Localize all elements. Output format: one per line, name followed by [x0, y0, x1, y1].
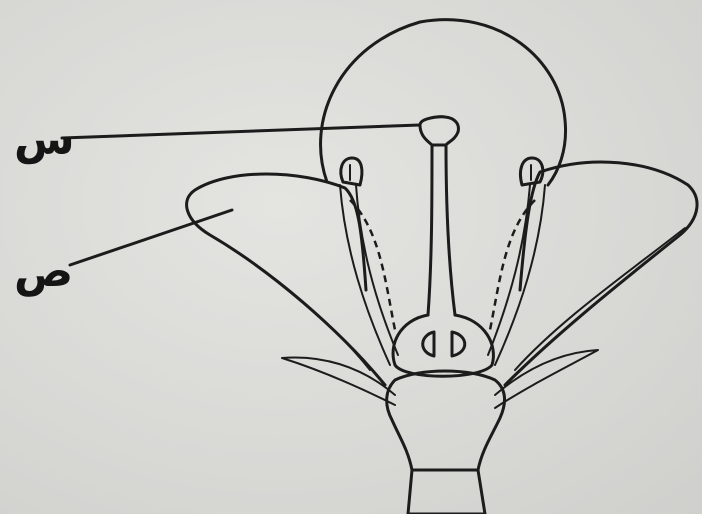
style [428, 145, 455, 315]
right-stamen [488, 185, 545, 365]
left-stamen [340, 185, 398, 365]
petal-leader-line [70, 210, 232, 265]
petal-label: ص [14, 250, 73, 294]
stigma [420, 117, 458, 145]
left-sepal [282, 357, 395, 405]
stigma-leader-line [62, 125, 420, 138]
right-ovule [452, 332, 465, 356]
left-anther [341, 158, 362, 185]
left-ovule [423, 332, 434, 356]
stigma-label: س [14, 118, 75, 162]
receptacle [387, 371, 505, 470]
ovary [393, 315, 493, 376]
pedicel [408, 470, 485, 514]
